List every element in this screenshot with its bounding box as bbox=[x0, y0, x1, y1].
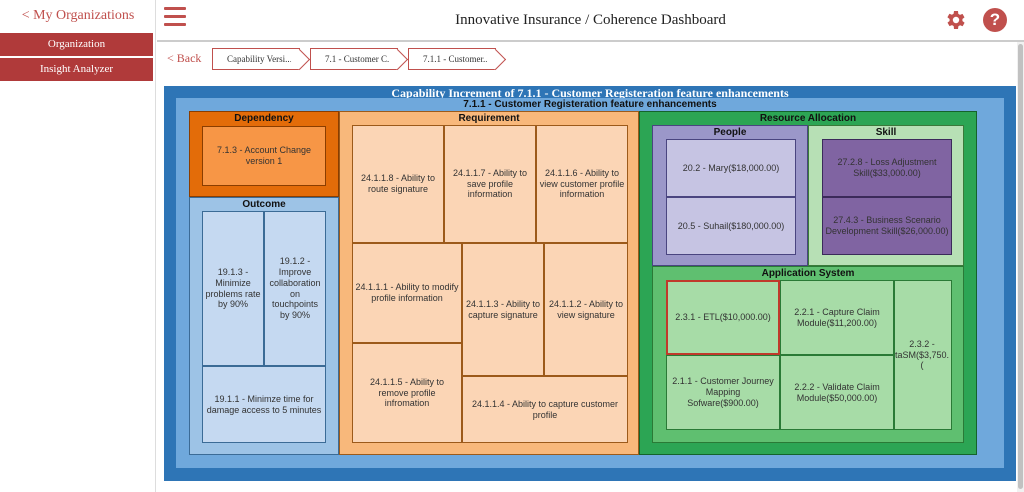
people-item[interactable]: 20.5 - Suhail($180,000.00) bbox=[666, 197, 796, 255]
requirement-item[interactable]: 24.1.1.3 - Ability to capture signature bbox=[462, 243, 544, 376]
requirement-item[interactable]: 24.1.1.6 - Ability to view customer prof… bbox=[536, 125, 628, 243]
resource-allocation-frame: Resource Allocation People 20.2 - Mary($… bbox=[639, 111, 977, 455]
application-item[interactable]: 2.2.1 - Capture Claim Module($11,200.00) bbox=[780, 280, 894, 355]
outcome-header: Outcome bbox=[242, 199, 286, 210]
requirement-item[interactable]: 24.1.1.7 - Ability to save profile infor… bbox=[444, 125, 536, 243]
people-frame: People 20.2 - Mary($18,000.00) 20.5 - Su… bbox=[652, 125, 808, 266]
people-header: People bbox=[713, 127, 747, 138]
sidebar: < My Organizations Organization Insight … bbox=[0, 0, 156, 492]
requirement-item[interactable]: 24.1.1.5 - Ability to remove profile inf… bbox=[352, 343, 462, 443]
increment-frame: 7.1.1 - Customer Registeration feature e… bbox=[176, 98, 1004, 468]
canvas-title: Capability Increment of 7.1.1 - Customer… bbox=[391, 86, 789, 100]
requirement-item[interactable]: 24.1.1.1 - Ability to modify profile inf… bbox=[352, 243, 462, 343]
breadcrumb-item-customer[interactable]: 7.1.1 - Customer... bbox=[408, 48, 496, 70]
outcome-item[interactable]: 19.1.1 - Minimze time for damage access … bbox=[202, 366, 326, 443]
scrollbar-thumb[interactable] bbox=[1018, 44, 1023, 489]
skill-item[interactable]: 27.2.8 - Loss Adjustment Skill($33,000.0… bbox=[822, 139, 952, 197]
breadcrumb-item-customer-c[interactable]: 7.1 - Customer C... bbox=[310, 48, 398, 70]
capability-canvas: Capability Increment of 7.1.1 - Customer… bbox=[164, 86, 1016, 481]
sidebar-item-insight-analyzer[interactable]: Insight Analyzer bbox=[0, 58, 153, 81]
requirement-header: Requirement bbox=[458, 113, 520, 124]
gear-icon[interactable] bbox=[943, 8, 967, 32]
dependency-header: Dependency bbox=[234, 113, 294, 124]
top-header: Innovative Insurance / Coherence Dashboa… bbox=[157, 0, 1024, 42]
outcome-item[interactable]: 19.1.2 - Improve collaboration on touchp… bbox=[264, 211, 326, 366]
sidebar-item-organization[interactable]: Organization bbox=[0, 33, 153, 56]
skill-header: Skill bbox=[875, 127, 897, 138]
page-title: Innovative Insurance / Coherence Dashboa… bbox=[455, 12, 726, 28]
back-link[interactable]: < Back bbox=[167, 51, 202, 65]
skill-frame: Skill 27.2.8 - Loss Adjustment Skill($33… bbox=[808, 125, 964, 266]
application-system-frame: Application System 2.3.1 - ETL($10,000.0… bbox=[652, 266, 964, 443]
dependency-item[interactable]: 7.1.3 - Account Change version 1 bbox=[202, 126, 326, 186]
application-item[interactable]: 2.1.1 - Customer Journey Mapping Sofware… bbox=[666, 355, 780, 430]
outcome-item[interactable]: 19.1.3 - Minimize problems rate by 90% bbox=[202, 211, 264, 366]
breadcrumb-item-capability-version[interactable]: Capability Versi... bbox=[212, 48, 300, 70]
dependency-frame: Dependency 7.1.3 - Account Change versio… bbox=[189, 111, 339, 197]
requirement-frame: Requirement 24.1.1.8 - Ability to route … bbox=[339, 111, 639, 455]
increment-subtitle: 7.1.1 - Customer Registeration feature e… bbox=[463, 99, 717, 110]
vertical-scrollbar[interactable] bbox=[1017, 42, 1024, 492]
application-item[interactable]: 2.2.2 - Validate Claim Module($50,000.00… bbox=[780, 355, 894, 430]
resource-allocation-header: Resource Allocation bbox=[759, 113, 857, 124]
outcome-frame: Outcome 19.1.3 - Minimize problems rate … bbox=[189, 197, 339, 455]
help-icon[interactable]: ? bbox=[983, 8, 1007, 32]
my-organizations-link[interactable]: < My Organizations bbox=[21, 8, 135, 23]
requirement-item[interactable]: 24.1.1.2 - Ability to view signature bbox=[544, 243, 628, 376]
application-item[interactable]: 2.3.2 - taSM($3,750.( bbox=[894, 280, 952, 430]
people-item[interactable]: 20.2 - Mary($18,000.00) bbox=[666, 139, 796, 197]
application-item[interactable]: 2.3.1 - ETL($10,000.00) bbox=[666, 280, 780, 355]
requirement-item[interactable]: 24.1.1.8 - Ability to route signature bbox=[352, 125, 444, 243]
requirement-item[interactable]: 24.1.1.4 - Ability to capture customer p… bbox=[462, 376, 628, 443]
skill-item[interactable]: 27.4.3 - Business Scenario Development S… bbox=[822, 197, 952, 255]
application-system-header: Application System bbox=[761, 268, 855, 279]
menu-icon[interactable] bbox=[164, 7, 186, 27]
